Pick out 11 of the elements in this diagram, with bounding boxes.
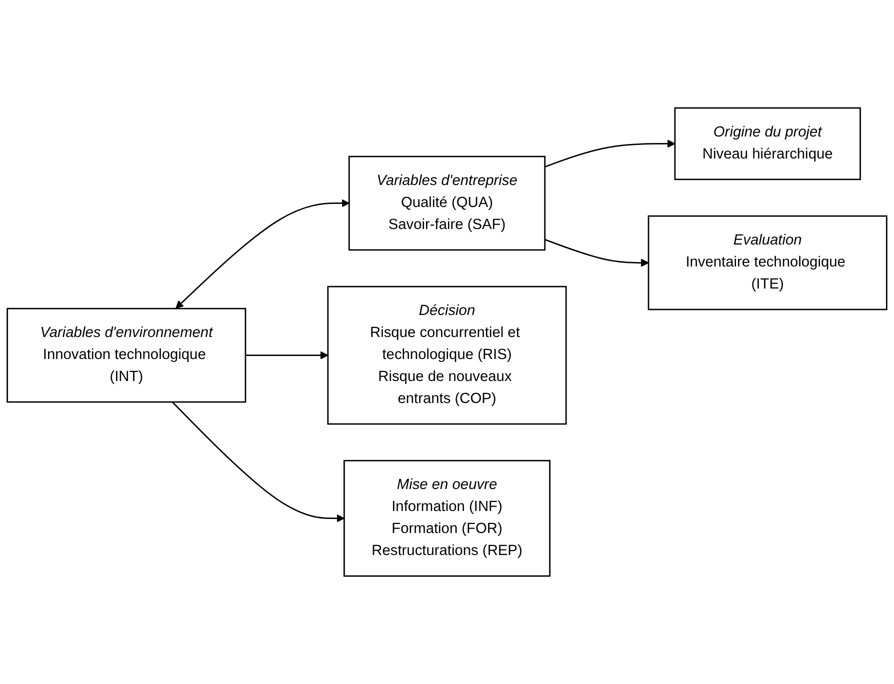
arrow — [172, 402, 345, 522]
arrow — [245, 351, 328, 360]
node-box: Mise en oeuvre Information (INF) Formation (FOR) Restructurations (REP) — [344, 460, 550, 577]
node-box: Variables d'environnement Innovation technologique (INT) — [6, 308, 246, 403]
arrow — [544, 140, 676, 168]
node-box: Origine du projet Niveau hiérarchique — [674, 107, 861, 180]
node-box: Décision Risque concurrentiel et technologique (RIS) Risque de nouveaux entrants (COP) — [327, 286, 567, 425]
node-box: Variables d'entreprise Qualité (QUA) Savoir-faire (SAF) — [348, 156, 546, 251]
node-box: Evaluation Inventaire technologique (ITE) — [648, 215, 888, 310]
arrow — [544, 238, 649, 267]
arrow — [176, 199, 350, 309]
